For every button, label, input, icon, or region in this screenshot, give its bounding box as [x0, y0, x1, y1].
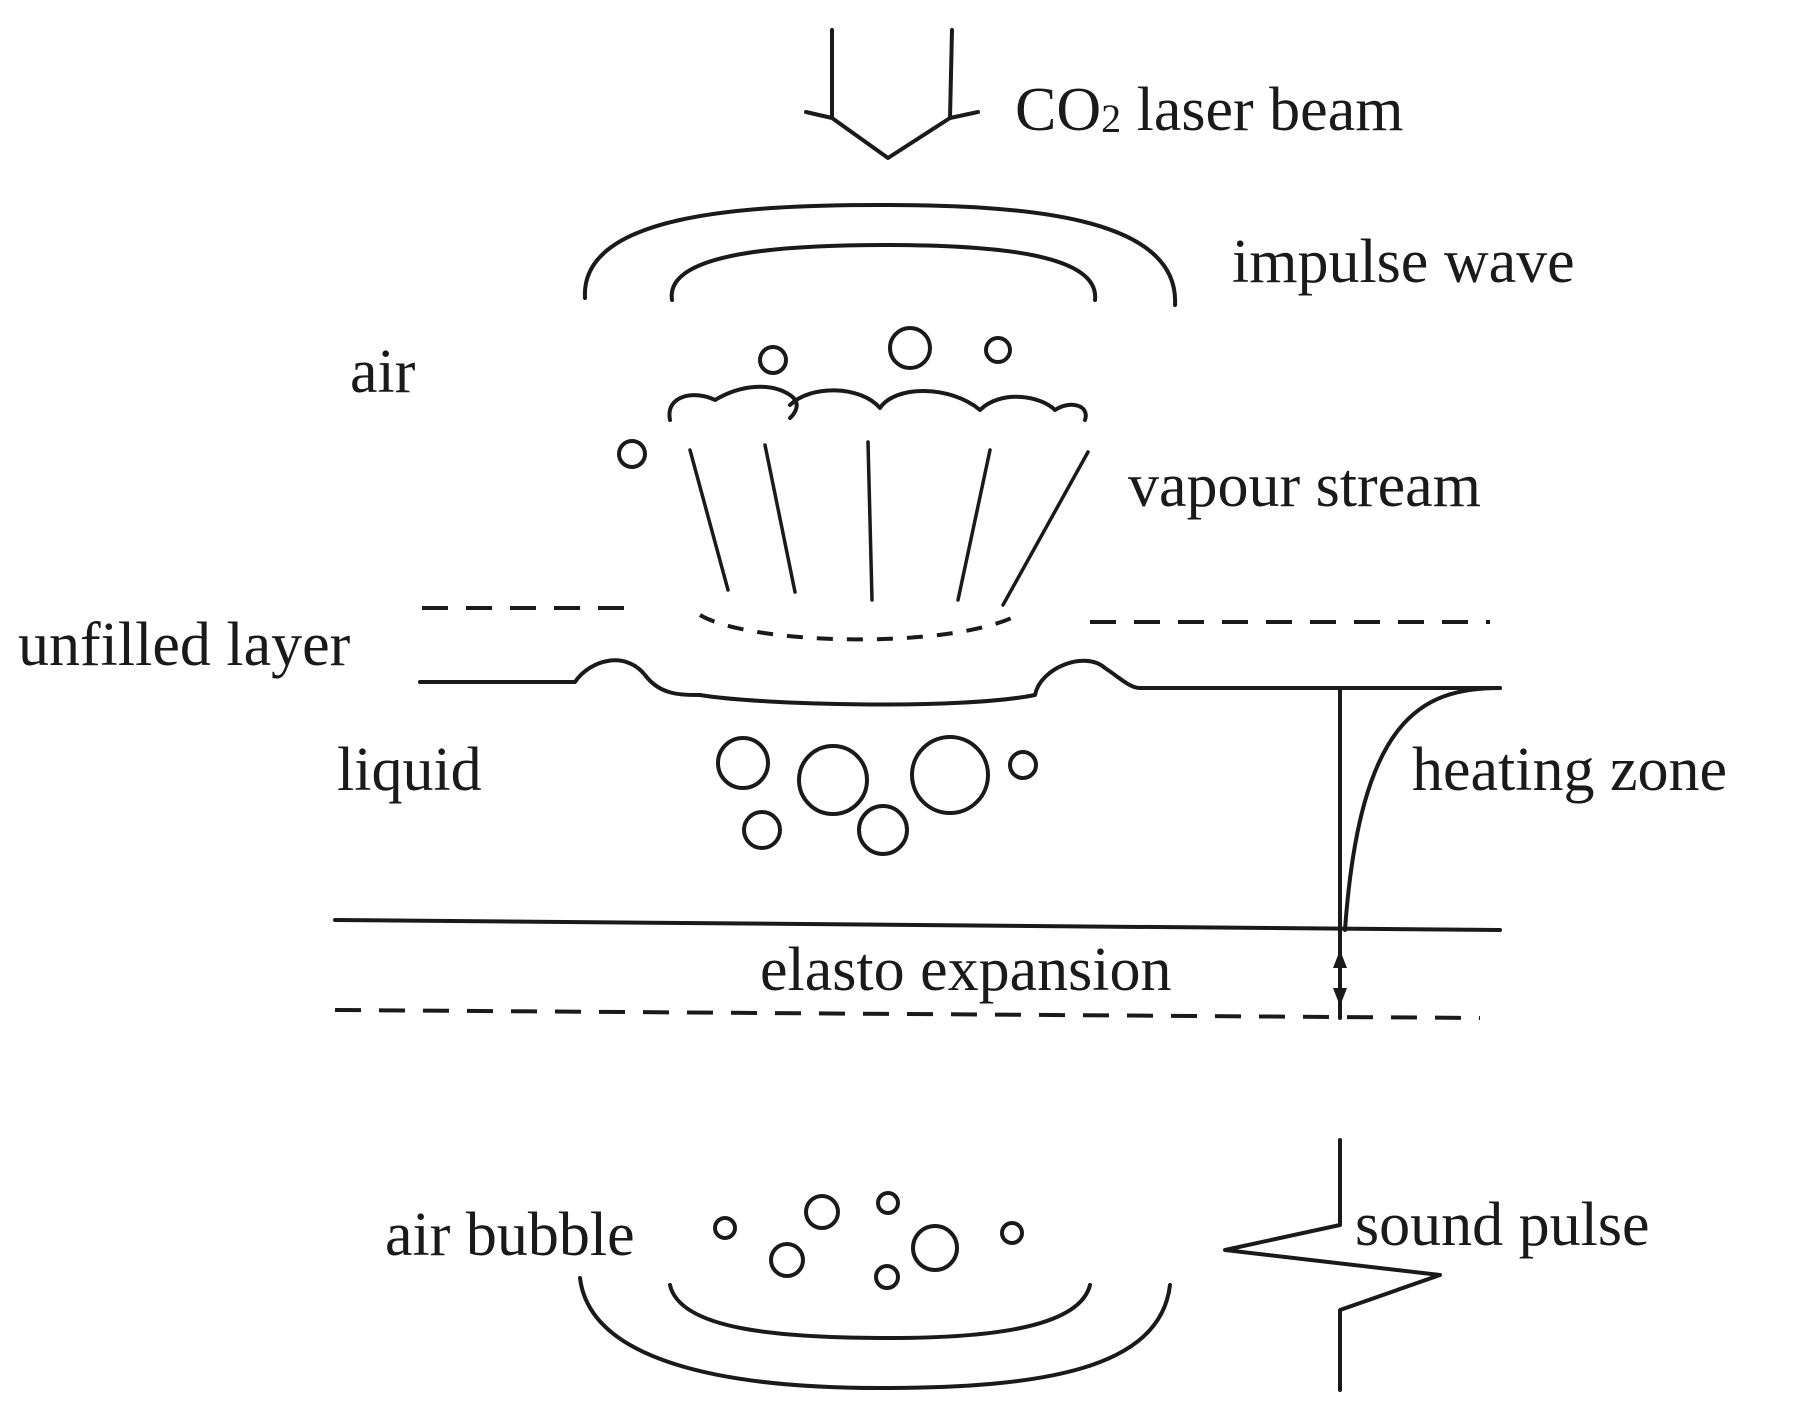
- air-bubble: [713, 1216, 737, 1240]
- sound-pulse-symbol: [1223, 1138, 1442, 1392]
- air-bubble: [804, 1194, 840, 1230]
- air-bubble: [769, 1242, 805, 1278]
- heating-zone-curve: [1343, 686, 1502, 932]
- elasto-expansion-arrow-down: [1333, 988, 1347, 1006]
- air-bubble: [1000, 1221, 1024, 1245]
- liquid-bubble: [797, 744, 869, 816]
- elasto-expansion-label: elasto expansion: [760, 936, 1172, 1004]
- impulse-wave-inner-arc: [669, 243, 1098, 302]
- vapour-stream-label: vapour stream: [1128, 452, 1481, 520]
- air-bubble-inner-arc: [668, 1283, 1092, 1340]
- air-bubble-label: air bubble: [385, 1201, 635, 1269]
- air-bubble-outer-arc: [578, 1276, 1172, 1390]
- liquid-bubble: [910, 735, 990, 815]
- vapour-bubble: [888, 326, 932, 370]
- liquid-bubble: [716, 736, 770, 790]
- laser-beam-arrow: [804, 28, 980, 160]
- impulse-wave-label: impulse wave: [1232, 228, 1575, 296]
- elasto-expansion-arrow-up: [1333, 950, 1347, 968]
- air-bubble: [876, 1191, 900, 1215]
- impulse-wave-outer-arc: [582, 203, 1178, 307]
- vapour-stream-dashed-base: [698, 613, 1019, 642]
- liquid-bubble: [1008, 750, 1038, 780]
- air-bubbles: [713, 1191, 1024, 1290]
- liquid-surface-line: [418, 658, 1502, 707]
- vapour-bubble: [617, 439, 647, 469]
- vapour-bubble: [758, 345, 788, 375]
- heating-zone-label: heating zone: [1412, 736, 1727, 804]
- elasto-expansion-arrow: [1333, 933, 1347, 1014]
- vapour-stream: [667, 384, 1090, 642]
- liquid-bubbles: [716, 735, 1038, 856]
- liquid-label: liquid: [337, 736, 482, 804]
- air-bubble-arcs: [578, 1276, 1172, 1390]
- substrate-solid-line: [333, 918, 1502, 932]
- laser-beam-label: CO2 laser beam: [1015, 76, 1403, 144]
- vapour-bubble: [984, 336, 1012, 364]
- substrate-dashed-line: [334, 1008, 1481, 1020]
- liquid-bubble: [857, 804, 909, 856]
- vapour-stream-line: [763, 443, 797, 594]
- air-bubble: [874, 1264, 900, 1290]
- impulse-wave: [582, 203, 1178, 307]
- vapour-stream-line: [866, 440, 874, 602]
- air-label: air: [350, 338, 416, 406]
- sound-pulse-label: sound pulse: [1355, 1191, 1650, 1259]
- laser-beam-arrow-shape: [804, 28, 980, 160]
- vapour-stream-line: [688, 448, 730, 592]
- liquid-bubble: [742, 810, 782, 850]
- vapour-stream-line: [956, 448, 992, 602]
- vapour-bubbles: [617, 326, 1012, 469]
- vapour-stream-line: [1001, 450, 1090, 607]
- unfilled-layer-label: unfilled layer: [18, 611, 351, 679]
- air-bubble: [911, 1224, 959, 1272]
- vapour-stream-cloud-top: [667, 384, 1088, 422]
